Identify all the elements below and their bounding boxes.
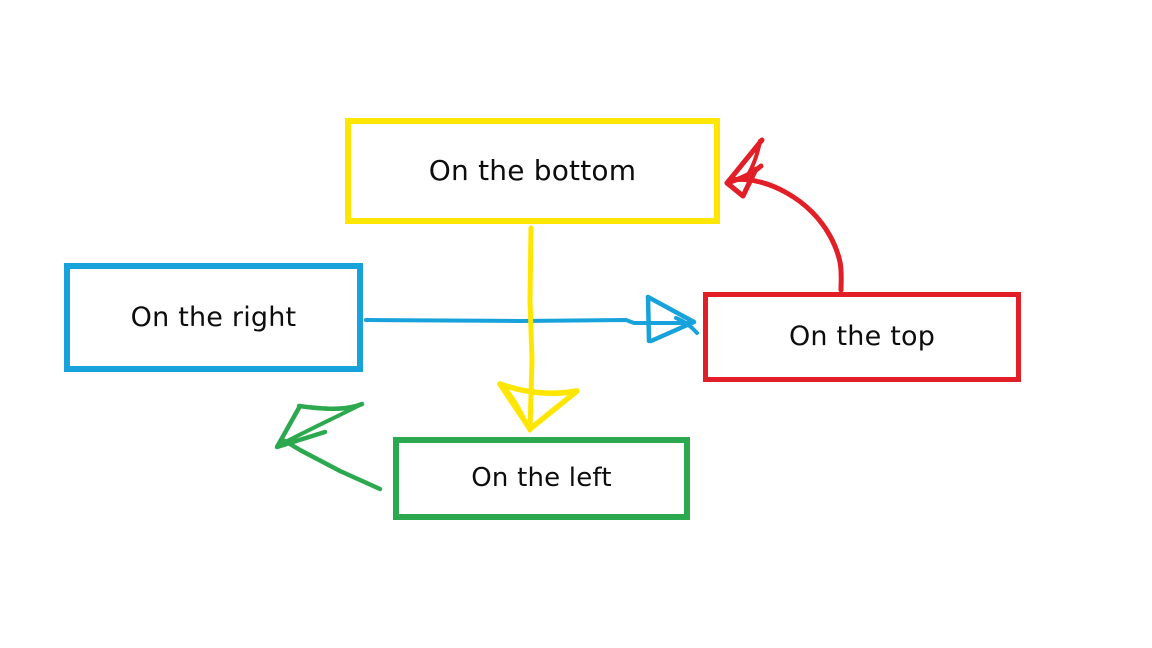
connector-yellow-stem [527,225,535,433]
connector-blue-line [364,294,699,344]
green-arrowhead-icon [274,403,328,450]
connector-green-stem [282,438,383,492]
yellow-arrowhead-icon [497,381,580,432]
yellow-arrowhead-top-icon [497,381,579,396]
node-label-on-the-top: On the top [788,321,936,353]
connector-red-stem [728,176,844,293]
node-box-on-the-left[interactable]: On the left [393,437,690,520]
node-label-on-the-left: On the left [471,463,612,494]
connector-red-curve [724,137,844,293]
red-arrowhead-tail-icon [743,139,762,182]
red-arrowhead-icon [724,137,765,199]
connector-yellow-line [497,225,580,433]
connector-blue-stem [364,318,692,325]
green-arrowhead-inner-icon [276,403,362,448]
green-arrowhead-top-icon [296,401,365,411]
node-box-on-the-right[interactable]: On the right [64,263,363,372]
node-label-on-the-right: On the right [130,301,297,333]
yellow-arrowhead-inner-icon [502,385,530,429]
connector-green-line [274,401,383,492]
blue-arrowhead-icon [645,294,697,344]
red-arrowhead-bar-icon [724,163,764,186]
blue-arrowhead-back-icon [645,294,652,344]
node-box-on-the-top[interactable]: On the top [703,292,1021,382]
node-label-on-the-bottom: On the bottom [428,153,637,187]
blue-arrowhead-flick-icon [674,316,699,335]
node-box-on-the-bottom[interactable]: On the bottom [345,118,720,224]
